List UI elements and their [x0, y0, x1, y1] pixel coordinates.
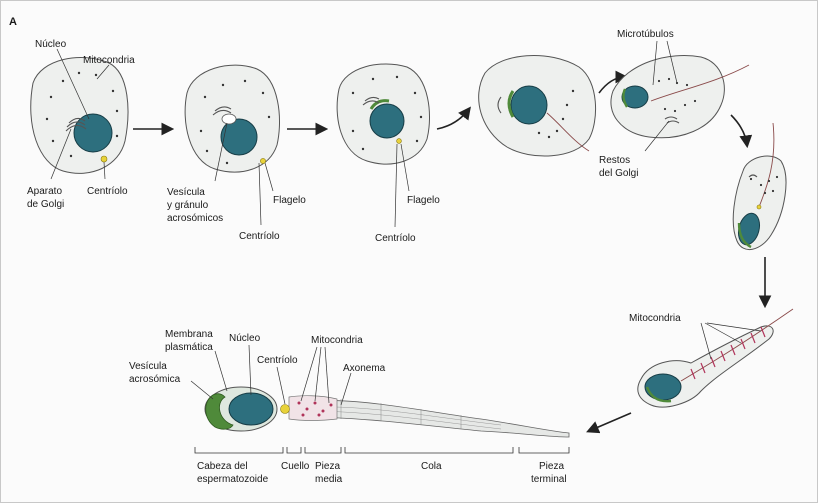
label-pieza-terminal-1: Pieza [539, 461, 564, 472]
label-plasmatica: plasmática [165, 342, 213, 353]
label-centriolo-2: Centríolo [239, 231, 280, 242]
middle-piece [289, 396, 337, 421]
stage-2-spermatid: Vesícula y gránulo acrosómicos Flagelo C… [167, 65, 306, 242]
label-nucleo: Núcleo [35, 39, 67, 50]
stage-1-spermatid: Núcleo Mitocondria Aparato de Golgi Cent… [27, 39, 135, 210]
label-mitocondria-f: Mitocondria [311, 335, 363, 346]
stage-6-spermatid [733, 123, 786, 250]
centriole [757, 205, 761, 209]
label-centriolo-1: Centríolo [87, 186, 128, 197]
arrow-5-6 [731, 115, 747, 145]
label-espermatozoide: espermatozoide [197, 474, 269, 485]
label-del-golgi: del Golgi [599, 168, 638, 179]
nucleus [370, 104, 404, 138]
stage-7-spermatid: Mitocondria [629, 309, 793, 407]
label-mitocondria-7: Mitocondria [629, 313, 681, 324]
label-acrosomica: acrosómica [129, 374, 181, 385]
label-centriolo-3: Centríolo [375, 233, 416, 244]
label-aparato: Aparato [27, 186, 62, 197]
arrow-3-4 [437, 109, 469, 129]
stage-4-spermatid [479, 56, 596, 157]
label-axonema: Axonema [343, 363, 386, 374]
centriole [397, 139, 402, 144]
label-restos: Restos [599, 155, 630, 166]
label-cola: Cola [421, 461, 442, 472]
label-pieza-terminal-2: terminal [531, 474, 567, 485]
label-membrana: Membrana [165, 329, 213, 340]
label-flagelo-3: Flagelo [407, 195, 440, 206]
label-de-golgi: de Golgi [27, 199, 64, 210]
label-pieza-media-2: media [315, 474, 343, 485]
label-pieza-media-1: Pieza [315, 461, 340, 472]
label-nucleo-f: Núcleo [229, 333, 261, 344]
label-cuello: Cuello [281, 461, 310, 472]
arrow-7-8 [589, 413, 631, 431]
nucleus [511, 86, 547, 124]
label-y-granulo: y gránulo [167, 200, 209, 211]
region-braces [195, 447, 569, 453]
cell-body [31, 57, 128, 173]
label-acrosomicos: acrosómicos [167, 213, 223, 224]
label-microtubulos: Microtúbulos [617, 29, 674, 40]
label-vesicula-f: Vesícula [129, 361, 167, 372]
centriole [260, 158, 265, 163]
stage-5-spermatid: Microtúbulos Restos del Golgi [599, 29, 749, 179]
panel-letter: A [9, 16, 17, 28]
label-centriolo-f: Centríolo [257, 355, 298, 366]
label-mitocondria: Mitocondria [83, 55, 135, 66]
nucleus [229, 393, 273, 425]
acrosomal-vesicle [222, 114, 236, 124]
mature-spermatozoon: Membrana plasmática Vesícula acrosómica … [129, 329, 569, 437]
centriole [281, 405, 290, 414]
nucleus [74, 114, 112, 152]
label-vesicula: Vesícula [167, 187, 205, 198]
nucleus [645, 374, 681, 400]
label-flagelo-2: Flagelo [273, 195, 306, 206]
stage-3-spermatid: Flagelo Centríolo [337, 64, 440, 244]
centriole [101, 156, 107, 162]
label-cabeza: Cabeza del [197, 461, 248, 472]
